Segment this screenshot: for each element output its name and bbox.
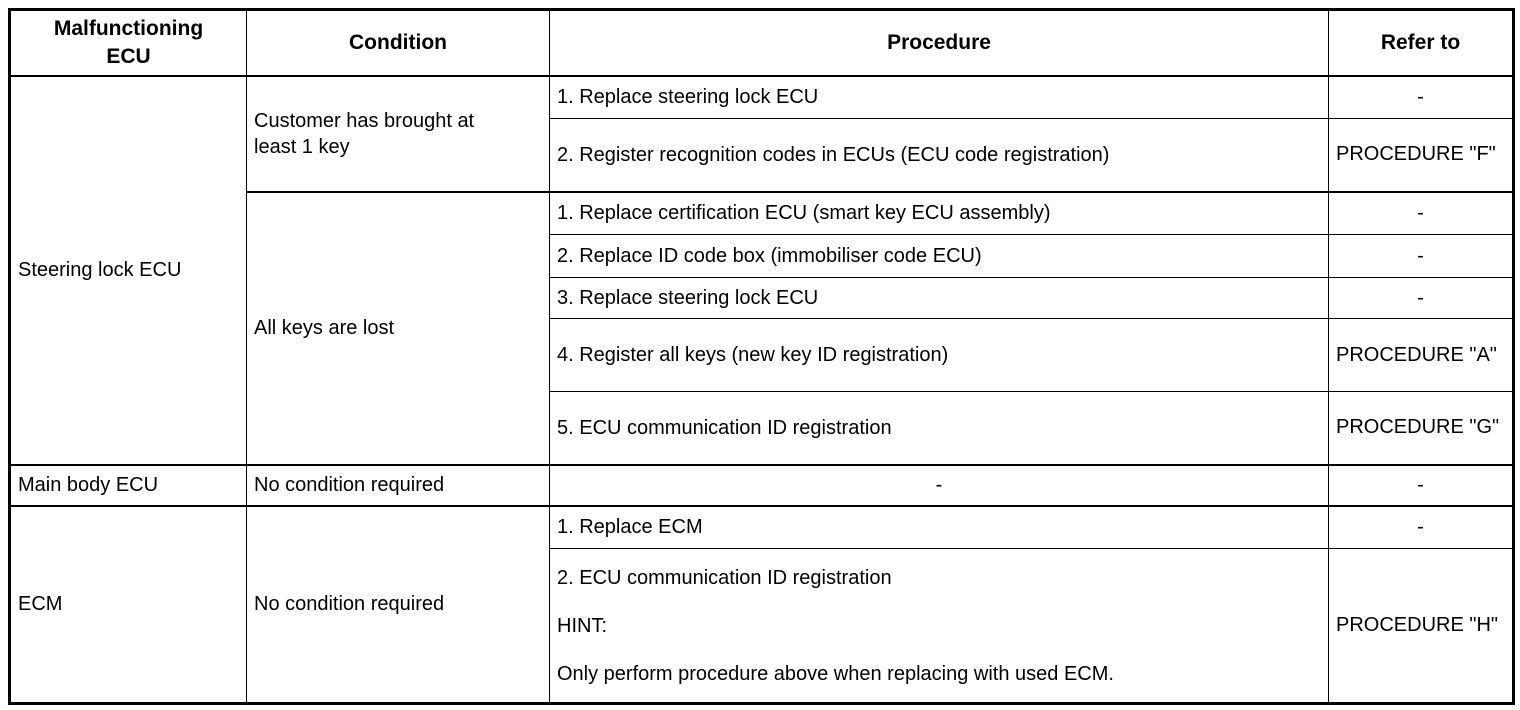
refer-to-cell: PROCEDURE "H" [1328, 548, 1514, 704]
ecu-name-cell: Main body ECU [9, 463, 247, 506]
ecu-name-cell: ECM [9, 504, 247, 704]
table-row: Steering lock ECU Customer has brought a… [9, 75, 1514, 465]
procedure-cell: 1. Replace ECM [549, 504, 1329, 549]
table-row: 2. ECU communication ID registration HIN… [10, 548, 1514, 704]
col-header-malfunctioning-ecu: Malfunctioning ECU [9, 9, 247, 77]
procedure-cell: 2. ECU communication ID registration HIN… [549, 548, 1329, 704]
condition-cell: Customer has brought at least 1 key [246, 75, 550, 192]
procedure-cell: 1. Replace certification ECU (smart key … [549, 190, 1329, 235]
header-row: Malfunctioning ECU Condition Procedure R… [9, 9, 1514, 77]
refer-to-cell: - [1328, 277, 1514, 319]
refer-to-cell: - [1328, 190, 1514, 235]
table-row: 3. Replace steering lock ECU - [10, 277, 1514, 319]
procedure-cell: 5. ECU communication ID registration [549, 391, 1329, 465]
col-header-refer-to: Refer to [1328, 9, 1514, 77]
refer-to-cell: - [1328, 234, 1514, 278]
refer-to-cell: PROCEDURE "G" [1328, 391, 1514, 465]
condition-cell: All keys are lost [246, 190, 550, 465]
table-row: 2. Register recognition codes in ECUs (E… [10, 118, 1514, 192]
refer-to-cell: - [1328, 75, 1514, 119]
ecu-name-cell: Steering lock ECU [9, 75, 247, 465]
table-row: ECM No condition required 1. Replace ECM… [9, 504, 1514, 704]
procedure-cell: 2. Replace ID code box (immobiliser code… [549, 234, 1329, 278]
col-header-procedure: Procedure [549, 9, 1329, 77]
procedure-cell: 1. Replace steering lock ECU [549, 75, 1329, 119]
ecu-procedure-table: Malfunctioning ECU Condition Procedure R… [8, 8, 1515, 705]
condition-cell: No condition required [246, 463, 550, 506]
refer-to-cell: PROCEDURE "F" [1328, 118, 1514, 192]
procedure-cell: - [549, 463, 1329, 506]
table-row: 2. Replace ID code box (immobiliser code… [10, 234, 1514, 278]
refer-to-cell: - [1328, 463, 1514, 506]
refer-to-cell: PROCEDURE "A" [1328, 318, 1514, 392]
condition-cell: No condition required [246, 504, 550, 704]
table-row: 4. Register all keys (new key ID registr… [10, 318, 1514, 392]
procedure-cell: 3. Replace steering lock ECU [549, 277, 1329, 319]
col-header-condition: Condition [246, 9, 550, 77]
table-row: Main body ECU No condition required - - [9, 463, 1514, 506]
procedure-cell: 2. Register recognition codes in ECUs (E… [549, 118, 1329, 192]
procedure-cell: 4. Register all keys (new key ID registr… [549, 318, 1329, 392]
table-row: 5. ECU communication ID registration PRO… [10, 391, 1514, 465]
refer-to-cell: - [1328, 504, 1514, 549]
